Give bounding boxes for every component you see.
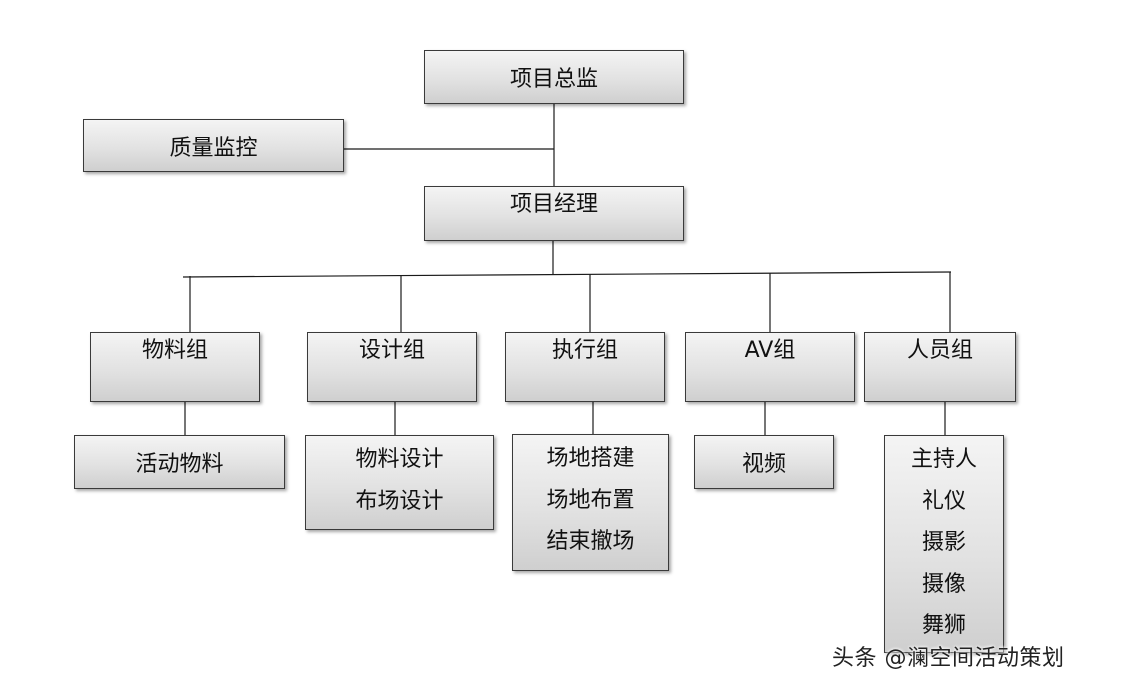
task-item: 场地搭建 [546, 446, 635, 471]
group-bus-line [182, 271, 952, 278]
project-manager-label: 项目经理 [509, 192, 598, 217]
staff-group-label: 人员组 [906, 338, 973, 363]
task-item: 主持人 [910, 447, 977, 472]
material-tasks-box: 活动物料 [74, 435, 285, 489]
design-group-box: 设计组 [307, 332, 477, 402]
task-item: 摄影 [921, 530, 966, 555]
material-group-box: 物料组 [90, 332, 260, 402]
task-item: 舞狮 [921, 613, 966, 638]
design-group-label: 设计组 [358, 338, 425, 363]
task-item: 摄像 [921, 571, 966, 597]
staff-group-box: 人员组 [864, 332, 1016, 402]
project-director-label: 项目总监 [509, 67, 598, 92]
task-item: 场地布置 [546, 487, 635, 513]
task-item: 礼仪 [921, 488, 966, 514]
execution-group-label: 执行组 [551, 338, 618, 363]
quality-control-box: 质量监控 [83, 119, 344, 172]
av-group-label: AV组 [744, 338, 796, 363]
task-item: 物料设计 [355, 447, 444, 472]
av-group-box: AV组 [685, 332, 855, 402]
design-tasks-box: 物料设计 布场设计 [305, 435, 494, 530]
task-item: 视频 [741, 452, 786, 477]
watermark-text: 头条 @澜空间活动策划 [832, 646, 1065, 671]
execution-tasks-box: 场地搭建 场地布置 结束撤场 [512, 434, 669, 571]
task-item: 布场设计 [355, 488, 444, 514]
task-item: 结束撤场 [546, 529, 635, 554]
material-group-label: 物料组 [141, 338, 208, 363]
execution-group-box: 执行组 [505, 332, 665, 402]
task-item: 活动物料 [135, 452, 224, 477]
quality-control-label: 质量监控 [169, 135, 258, 161]
project-director-box: 项目总监 [424, 50, 684, 104]
av-tasks-box: 视频 [694, 435, 834, 489]
project-manager-box: 项目经理 [424, 186, 684, 241]
staff-tasks-box: 主持人 礼仪 摄影 摄像 舞狮 [884, 435, 1004, 653]
